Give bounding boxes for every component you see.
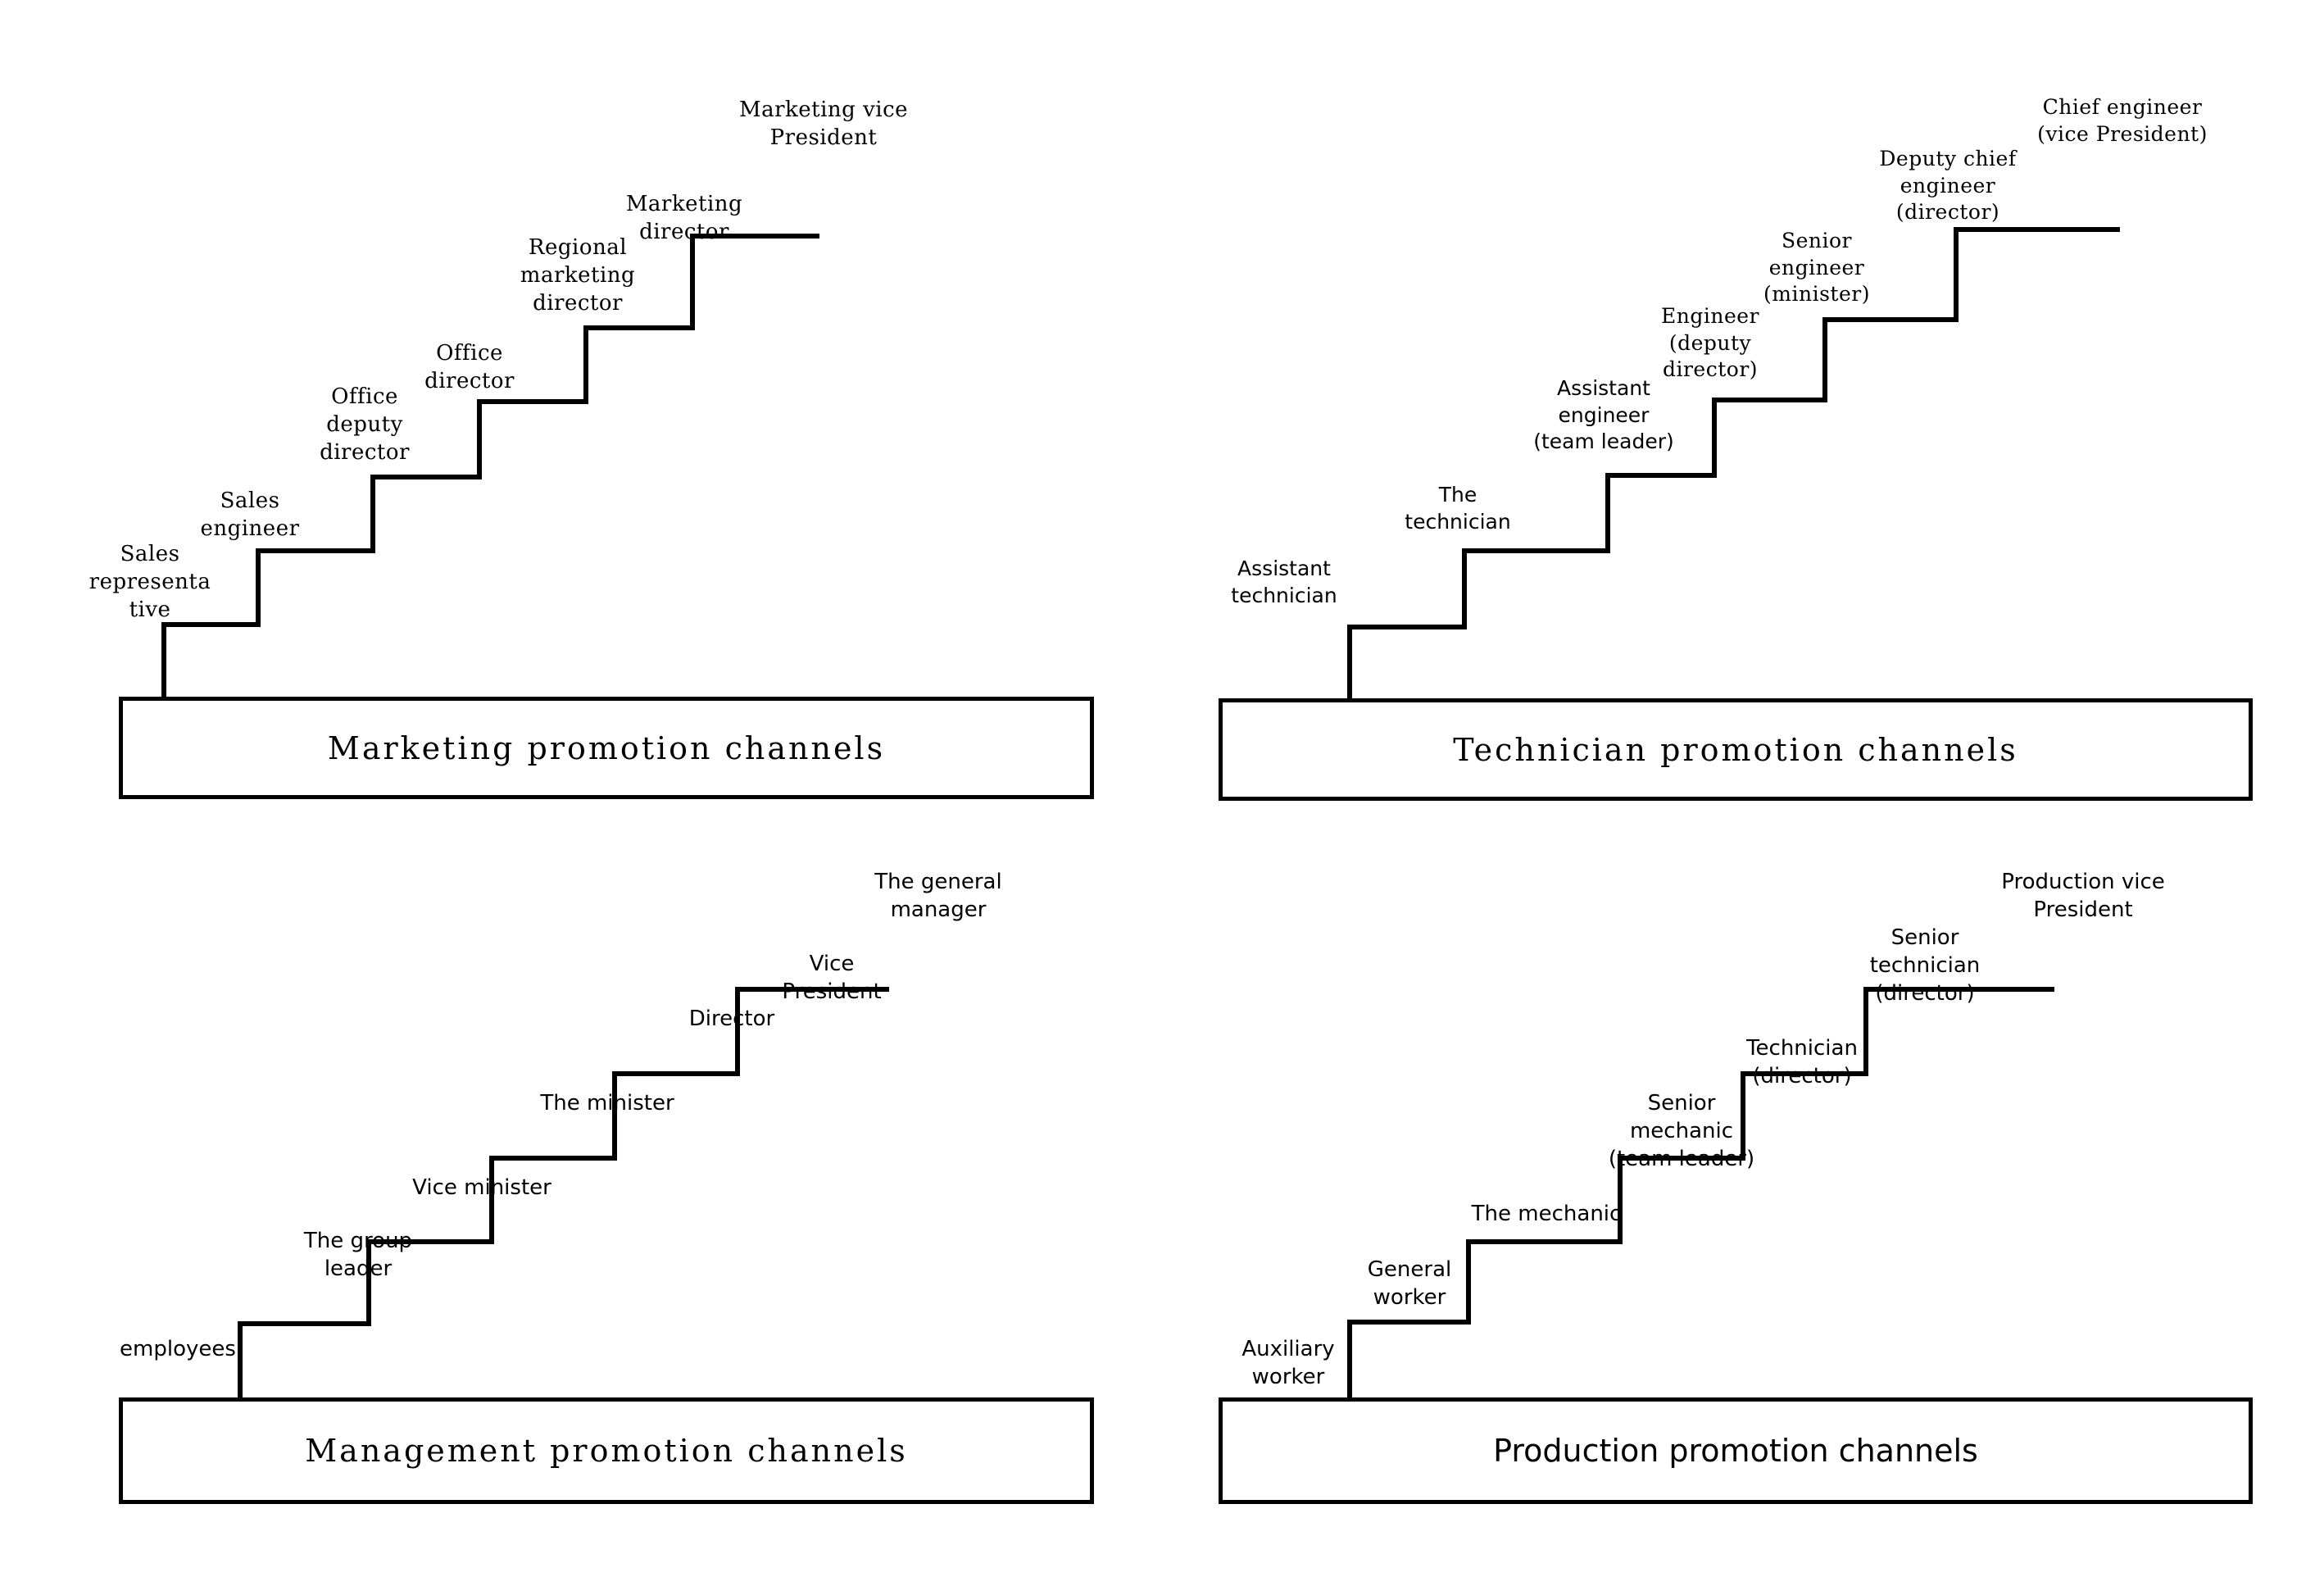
step-label-technician-1: Assistant technician xyxy=(1231,557,1337,607)
panel-technician: Assistant technician The technician Assi… xyxy=(1219,74,2259,803)
step-label-management-7: The general manager xyxy=(874,870,1002,922)
management-title-box: Management promotion channels xyxy=(119,1397,1094,1504)
step-label-technician-6: Deputy chief engineer (director) xyxy=(1879,147,2017,224)
step-label-production-6: Senior technician (director) xyxy=(1869,925,1981,1006)
step-label-marketing-6: Marketing director xyxy=(625,192,743,244)
technician-title-box: Technician promotion channels xyxy=(1219,698,2253,801)
technician-staircase xyxy=(1219,74,2259,803)
step-label-marketing-7: Marketing vice President xyxy=(738,98,909,150)
step-label-production-7: Production vice President xyxy=(2001,870,2165,922)
step-label-production-2: General worker xyxy=(1367,1257,1452,1310)
step-label-marketing-5: Regional marketing director xyxy=(520,235,636,316)
management-title: Management promotion channels xyxy=(305,1433,908,1469)
step-label-management-6: Vice President xyxy=(782,952,882,1004)
step-label-production-4: Senior mechanic (team leader) xyxy=(1608,1091,1755,1171)
panel-production: Auxiliary worker General worker The mech… xyxy=(1219,865,2259,1545)
technician-title: Technician promotion channels xyxy=(1453,731,2018,768)
step-label-technician-3: Assistant engineer (team leader) xyxy=(1533,376,1674,453)
step-label-management-2: The group leader xyxy=(303,1229,413,1281)
panel-management: employees The group leader Vice minister… xyxy=(119,865,1102,1545)
step-label-production-3: The mechanic xyxy=(1471,1202,1622,1226)
step-label-management-5: Director xyxy=(688,1007,775,1031)
step-label-marketing-4: Office director xyxy=(424,341,515,393)
step-label-technician-5: Senior engineer (minister) xyxy=(1763,229,1870,306)
production-title-box: Production promotion channels xyxy=(1219,1397,2253,1504)
step-label-management-1: employees xyxy=(120,1337,236,1361)
production-title: Production promotion channels xyxy=(1493,1433,1978,1469)
step-label-production-1: Auxiliary worker xyxy=(1241,1337,1335,1389)
marketing-staircase xyxy=(119,74,1102,803)
step-label-technician-2: The technician xyxy=(1405,483,1511,534)
step-label-technician-4: Engineer (deputy director) xyxy=(1661,304,1759,381)
step-label-technician-7: Chief engineer (vice President) xyxy=(2037,95,2208,146)
panel-marketing: Sales representa tive Sales engineer Off… xyxy=(89,74,1102,803)
step-label-management-4: The minister xyxy=(540,1091,674,1116)
step-label-marketing-1: Sales representa tive xyxy=(89,542,211,622)
step-label-management-3: Vice minister xyxy=(412,1175,551,1200)
step-label-marketing-2: Sales engineer xyxy=(200,488,300,541)
step-label-marketing-3: Office deputy director xyxy=(320,384,410,465)
marketing-title-box: Marketing promotion channels xyxy=(119,697,1094,799)
marketing-title: Marketing promotion channels xyxy=(327,729,886,766)
step-label-production-5: Technician (director) xyxy=(1746,1036,1858,1088)
